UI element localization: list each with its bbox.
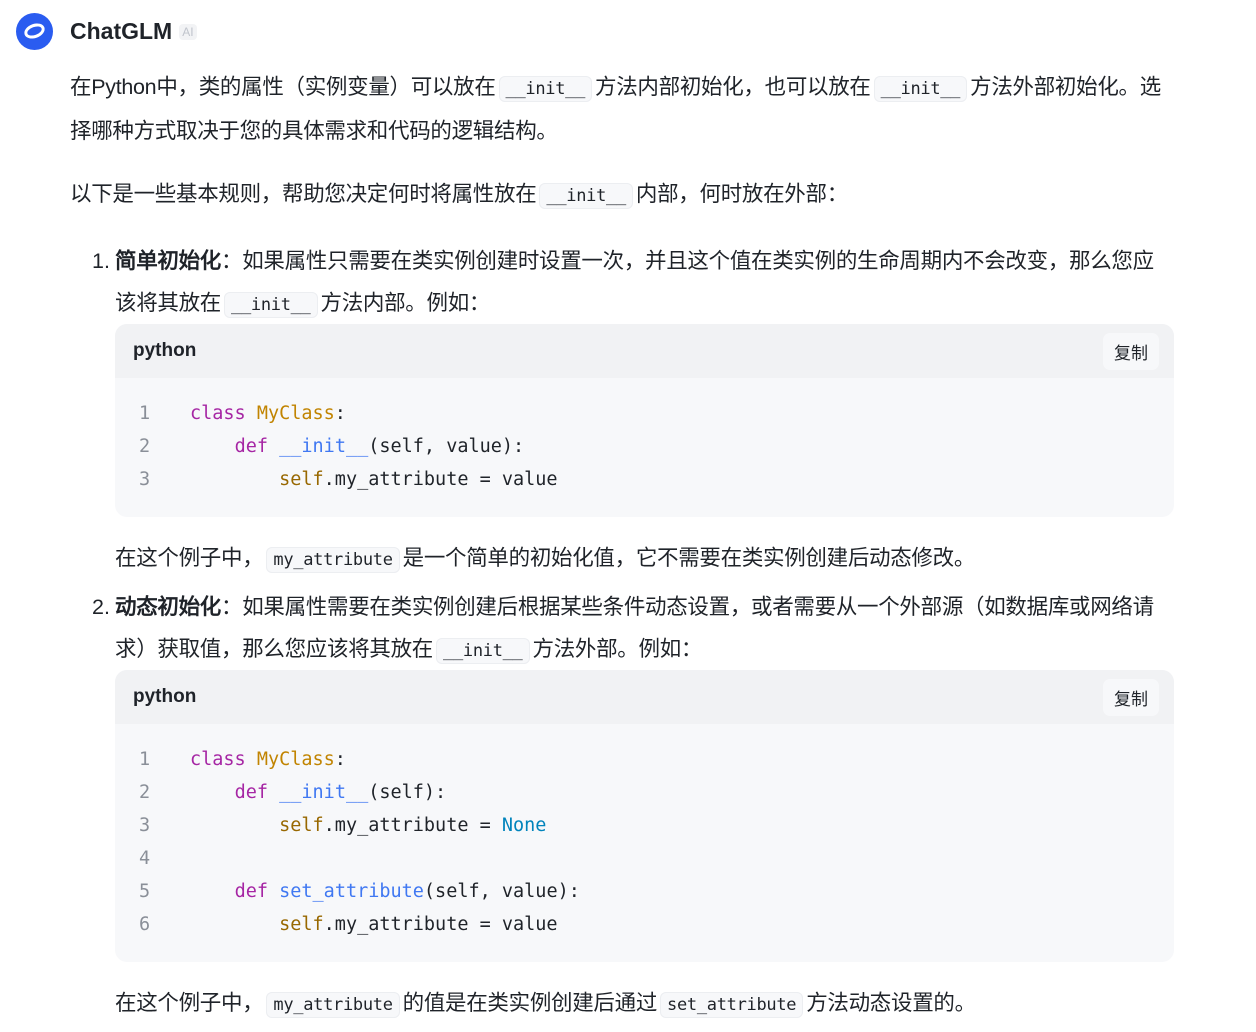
- copy-button[interactable]: 复制: [1103, 678, 1159, 716]
- text: ：如果属性需要在类实例创建后根据某些条件动态设置，或者需要从一个外部源（如数据库…: [115, 595, 1154, 661]
- line-number: 4: [139, 848, 151, 869]
- assistant-name: ChatGLM: [70, 18, 173, 44]
- code-token: class: [190, 749, 257, 770]
- code-token: def: [234, 782, 280, 803]
- code-body: 1 class MyClass: 2 def __init__(self, valu…: [115, 378, 1174, 517]
- code-token: self: [279, 815, 324, 836]
- code-line: 1 class MyClass:: [115, 743, 1174, 776]
- inline-code: my_attribute: [266, 547, 400, 573]
- text: 方法内部。例如：: [320, 291, 491, 315]
- code-token: (self, value):: [368, 436, 525, 457]
- text: 方法内部初始化，也可以放在: [595, 75, 871, 99]
- line-number: 5: [139, 881, 151, 902]
- line-number: 3: [139, 815, 151, 836]
- inline-code: __init__: [436, 638, 530, 664]
- code-token: None: [501, 815, 547, 836]
- code-token: def: [234, 881, 280, 902]
- code-token: (self, value):: [423, 881, 580, 902]
- code-line: 3 self.my_attribute = None: [115, 809, 1174, 842]
- line-number: 2: [139, 436, 151, 457]
- code-line: 2 def __init__(self):: [115, 776, 1174, 809]
- list-item-simple-init: 简单初始化：如果属性只需要在类实例创建时设置一次，并且这个值在类实例的生命周期内…: [115, 240, 1175, 326]
- code-block-header: python 复制: [115, 670, 1174, 724]
- chatglm-logo-icon: [16, 13, 53, 50]
- code-line: 1 class MyClass:: [115, 397, 1174, 430]
- list-item-dynamic-init: 动态初始化：如果属性需要在类实例创建后根据某些条件动态设置，或者需要从一个外部源…: [115, 586, 1175, 672]
- text: 方法动态设置的。: [806, 991, 976, 1015]
- text: 方法外部。例如：: [532, 637, 703, 661]
- code-token: .my_attribute =: [323, 815, 502, 836]
- code-token: def: [234, 436, 280, 457]
- code-token: [190, 881, 235, 902]
- code-token: self: [279, 914, 324, 935]
- code-line: 6 self.my_attribute = value: [115, 908, 1174, 941]
- inline-code: my_attribute: [266, 992, 400, 1018]
- code-line: 2 def __init__(self, value):: [115, 430, 1174, 463]
- inline-code: __init__: [498, 76, 593, 102]
- code-token: [190, 914, 279, 935]
- code-token: MyClass: [256, 403, 335, 424]
- text: 内部，何时放在外部：: [635, 182, 848, 206]
- rules-paragraph: 以下是一些基本规则，帮助您决定何时将属性放在__init__内部，何时放在外部：: [70, 173, 1170, 217]
- inline-code: __init__: [539, 183, 633, 209]
- code-block-header: python 复制: [115, 324, 1174, 378]
- inline-code: set_attribute: [660, 992, 804, 1018]
- text: 以下是一些基本规则，帮助您决定何时将属性放在: [70, 182, 537, 206]
- line-number: 3: [139, 469, 151, 490]
- text: 的值是在类实例创建后通过: [402, 991, 658, 1015]
- line-number: 1: [139, 403, 151, 424]
- code-token: self: [279, 469, 324, 490]
- text: ：如果属性只需要在类实例创建时设置一次，并且这个值在类实例的生命周期内不会改变，…: [115, 249, 1154, 315]
- list-number: 2.: [92, 595, 110, 619]
- code-token: .my_attribute = value: [323, 469, 558, 490]
- bold-term: 简单初始化: [115, 249, 222, 273]
- code-token: :: [334, 749, 346, 770]
- code-token: class: [190, 403, 257, 424]
- text: 是一个简单的初始化值，它不需要在类实例创建后动态修改。: [402, 546, 976, 570]
- code-language: python: [133, 686, 197, 707]
- bold-term: 动态初始化: [115, 595, 222, 619]
- code-token: __init__: [279, 436, 369, 457]
- code-line: 4: [115, 842, 1174, 875]
- code-token: [190, 436, 235, 457]
- code-block: python 复制 1 class MyClass: 2 def __init__(se…: [115, 324, 1174, 517]
- code-token: __init__: [279, 782, 369, 803]
- inline-code: __init__: [224, 292, 318, 318]
- ai-badge: AI: [179, 23, 197, 40]
- code-token: .my_attribute = value: [323, 914, 558, 935]
- code-token: [190, 782, 235, 803]
- code-token: :: [334, 403, 346, 424]
- text: 方法外部初始化。选择哪种方式取决于您的具体需求和代码的逻辑结构。: [70, 75, 1161, 143]
- code-token: [190, 469, 279, 490]
- line-number: 1: [139, 749, 151, 770]
- assistant-header: ChatGLM AI: [16, 13, 197, 50]
- intro-paragraph: 在Python中，类的属性（实例变量）可以放在__init__方法内部初始化，也…: [70, 66, 1170, 152]
- code-line: 3 self.my_attribute = value: [115, 463, 1174, 496]
- inline-code: __init__: [873, 76, 968, 102]
- code-line: 5 def set_attribute(self, value):: [115, 875, 1174, 908]
- code-token: set_attribute: [279, 881, 424, 902]
- copy-button[interactable]: 复制: [1103, 332, 1159, 370]
- code-token: MyClass: [256, 749, 335, 770]
- code-language: python: [133, 340, 197, 361]
- line-number: 6: [139, 914, 151, 935]
- code-token: [190, 815, 279, 836]
- list-number: 1.: [92, 249, 110, 273]
- text: 在Python中，类的属性（实例变量）可以放在: [70, 75, 496, 99]
- text: 在这个例子中，: [115, 546, 264, 570]
- text: 在这个例子中，: [115, 991, 264, 1015]
- line-number: 2: [139, 782, 151, 803]
- code-token: (self):: [368, 782, 447, 803]
